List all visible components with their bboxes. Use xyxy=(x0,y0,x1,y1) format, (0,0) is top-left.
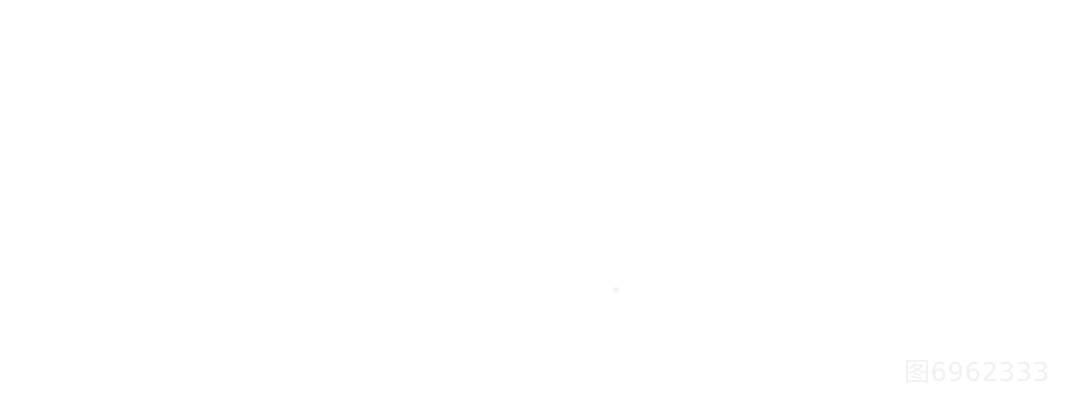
faint-mark xyxy=(612,287,620,293)
watermark-text: 图6962333 xyxy=(904,358,1050,388)
